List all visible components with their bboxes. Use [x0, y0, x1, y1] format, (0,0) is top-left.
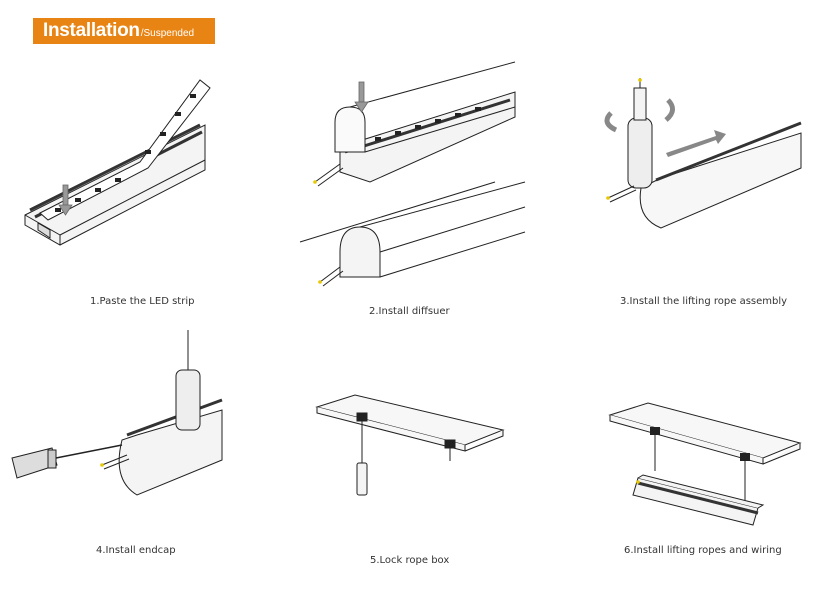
section-title: Installation	[43, 20, 140, 41]
step-3-caption: 3.Install the lifting rope assembly	[620, 296, 788, 307]
step-5-illustration	[315, 394, 505, 505]
step-2-caption: 2.Install diffsuer	[369, 306, 450, 317]
step-6-illustration	[608, 402, 803, 533]
step-1-caption: 1.Paste the LED strip	[90, 296, 195, 307]
section-header: Installation /Suspended	[33, 18, 215, 44]
step-4-caption: 4.Install endcap	[96, 545, 176, 556]
step-4-illustration	[11, 330, 227, 505]
step-5-caption: 5.Lock rope box	[370, 555, 450, 566]
step-2-illustration	[295, 61, 526, 292]
step-1-illustration	[20, 70, 220, 260]
section-subtitle: /Suspended	[140, 28, 195, 39]
step-6-caption: 6.Install lifting ropes and wiring	[624, 545, 782, 556]
step-3-illustration	[596, 78, 806, 238]
